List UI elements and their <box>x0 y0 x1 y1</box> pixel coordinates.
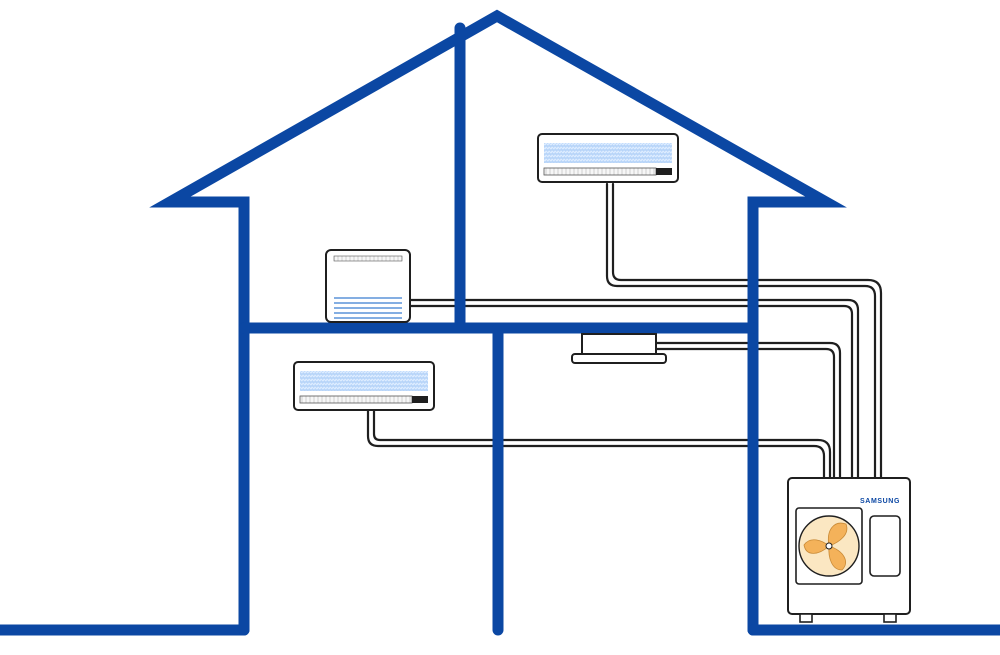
house-outline <box>0 9 1000 636</box>
pipe-lower-wall-unit <box>366 408 826 480</box>
fan-icon <box>803 522 848 571</box>
floor-console-unit <box>325 249 411 323</box>
brand-label: SAMSUNG <box>860 498 900 505</box>
left-wall <box>149 9 847 636</box>
ceiling-cassette-unit <box>571 333 667 364</box>
outdoor-unit: SAMSUNG <box>787 477 911 623</box>
upper-wall-unit <box>537 133 679 183</box>
pipe-upper-wall-unit <box>605 182 877 480</box>
lower-wall-unit <box>293 361 435 411</box>
pipe-ceiling-cassette <box>653 341 842 480</box>
refrigerant-pipes <box>366 182 883 480</box>
pipe-floor-console <box>408 298 860 480</box>
